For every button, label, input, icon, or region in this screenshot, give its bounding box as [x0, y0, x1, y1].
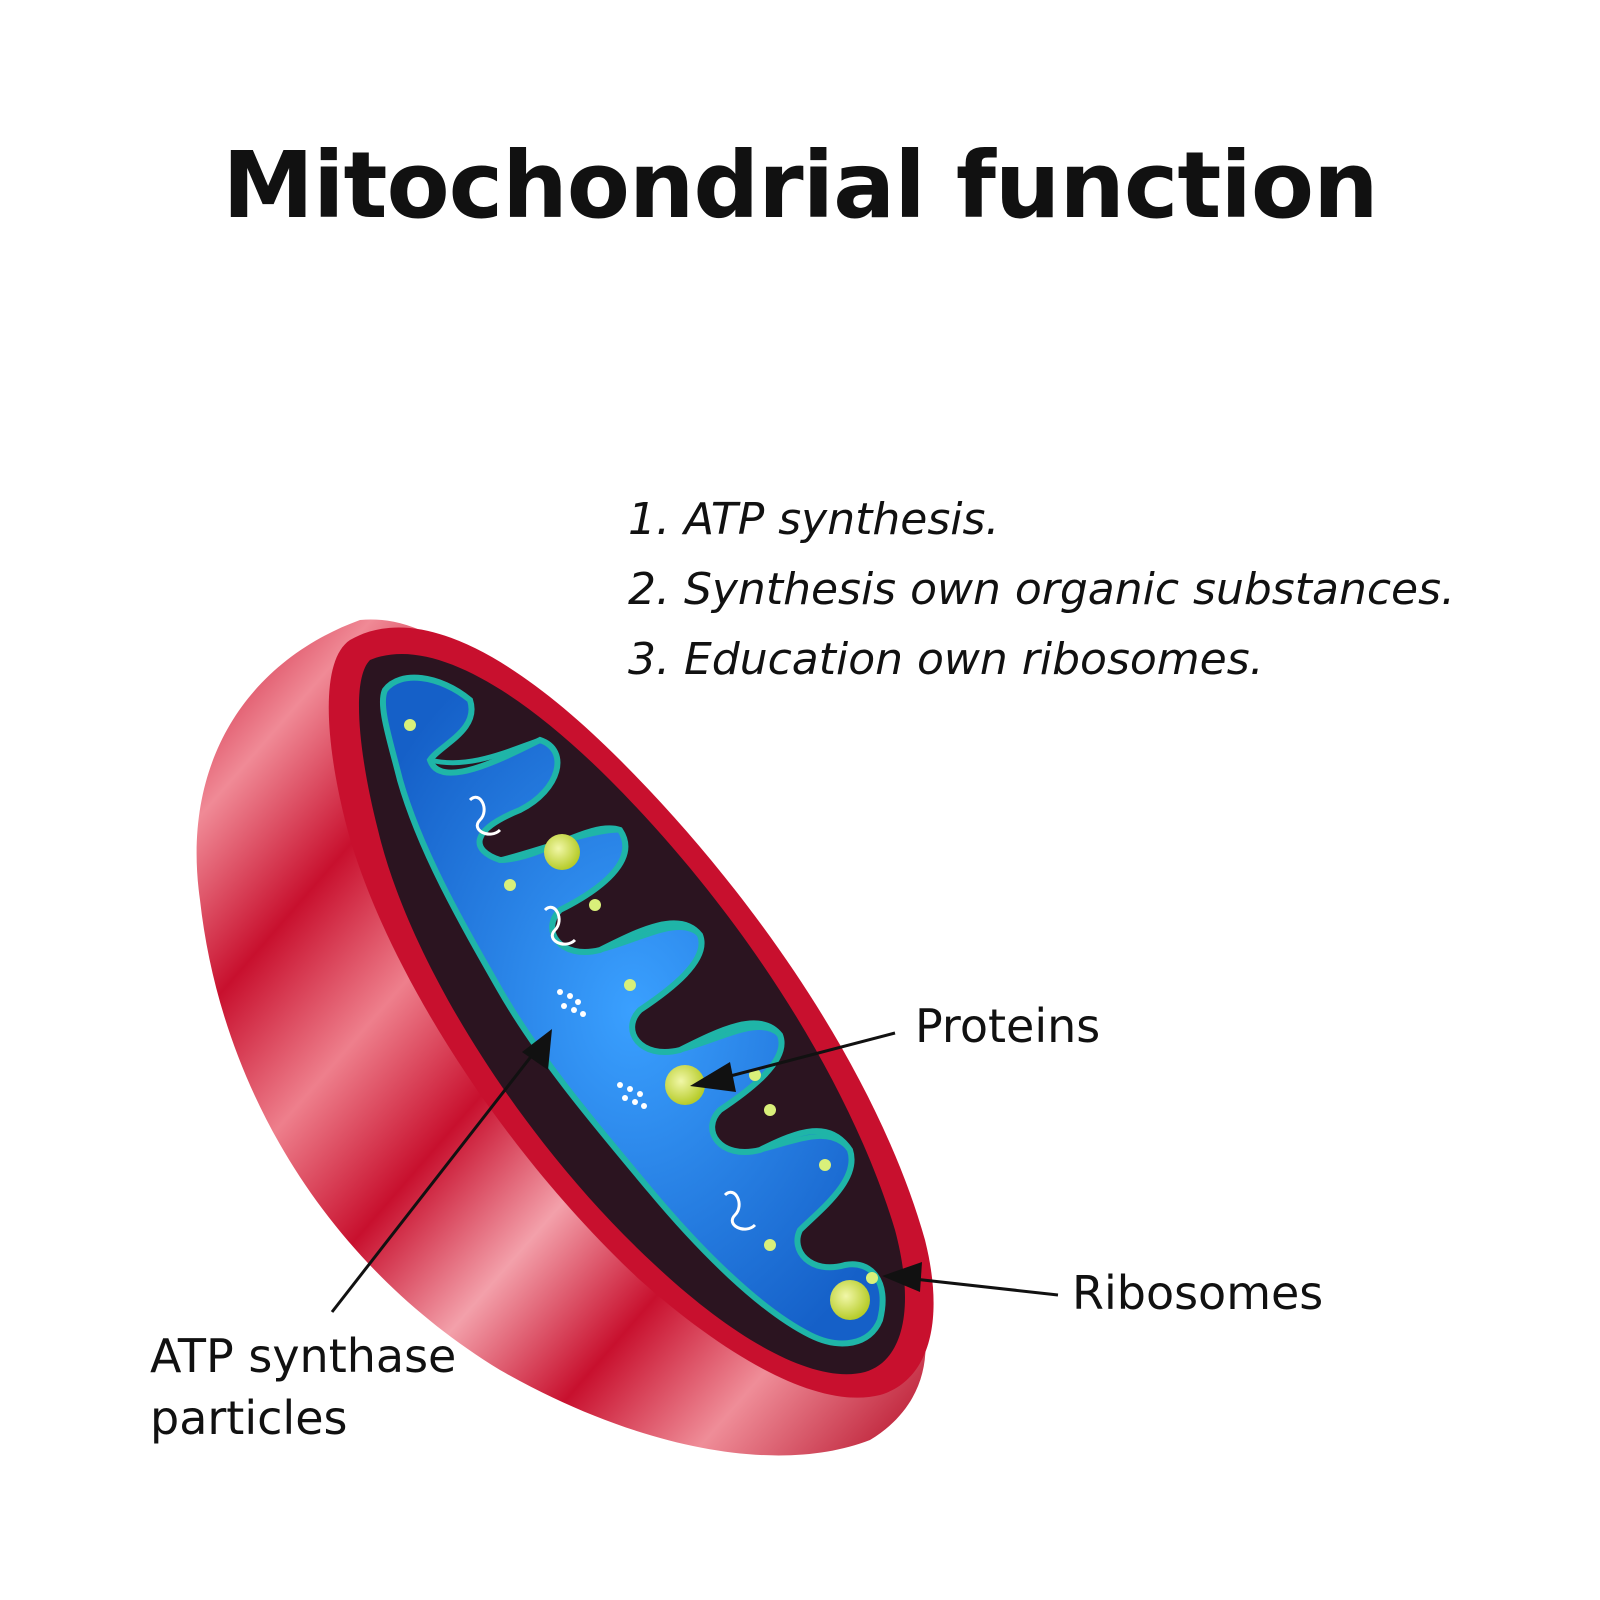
label-proteins: Proteins: [915, 999, 1101, 1053]
ribosome-dot-1: [404, 719, 416, 731]
label-atp-synthase-line-2: particles: [150, 1391, 348, 1445]
ribosome-dot-8: [764, 1239, 776, 1251]
proteins-leader-line: [714, 1031, 896, 1082]
ribosome-dot-4: [624, 979, 636, 991]
label-ribosomes: Ribosomes: [1072, 1266, 1324, 1320]
atp-synthase-arrowhead: [522, 1029, 552, 1070]
ribosome-dot-5: [749, 1069, 761, 1081]
function-item-atp-synthesis: 1. ATP synthesis.: [628, 494, 1000, 545]
function-item-ribosome-formation: 3. Education own ribosomes.: [628, 634, 1264, 685]
dna-strand-3: [723, 1191, 757, 1231]
atp-synthase-cluster-1: [557, 989, 586, 1017]
ribosome-dot-9: [866, 1272, 878, 1284]
label-atp-synthase: ATP synthase particles: [150, 1325, 456, 1449]
ribosome-dot-3: [589, 899, 601, 911]
protein-granule-2: [665, 1065, 705, 1105]
function-item-organic-synthesis: 2. Synthesis own organic substances.: [628, 564, 1455, 615]
protein-granule-1: [544, 834, 580, 870]
atp-synthase-leader-line: [330, 1044, 542, 1313]
ribosomes-leader-line: [904, 1276, 1059, 1297]
label-atp-synthase-line-1: ATP synthase: [150, 1329, 457, 1383]
cristae-fold-3: [599, 924, 702, 953]
dna-strand-2: [543, 906, 577, 946]
ribosome-dot-6: [764, 1104, 776, 1116]
function-list: 1. ATP synthesis. 2. Synthesis own organ…: [628, 485, 1455, 695]
cristae-fold-5: [759, 1133, 852, 1153]
cristae-fold-1: [429, 737, 541, 766]
cristae-fold-4: [679, 1024, 782, 1053]
dna-strand-1: [468, 796, 502, 836]
ribosome-dot-2: [504, 879, 516, 891]
protein-granule-3: [830, 1280, 870, 1320]
atp-synthase-cluster-2: [617, 1082, 647, 1109]
ribosome-dot-7: [819, 1159, 831, 1171]
matrix-cristae: [379, 674, 886, 1347]
proteins-arrowhead: [690, 1062, 736, 1092]
page-title: Mitochondrial function: [222, 132, 1378, 239]
ribosomes-arrowhead: [882, 1262, 922, 1292]
